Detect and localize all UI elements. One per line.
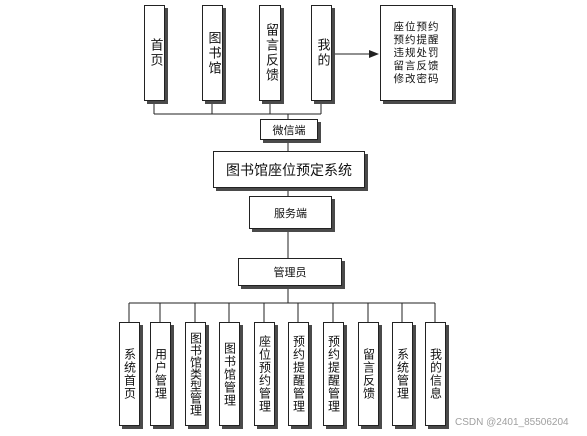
service-side-node: 服务端: [249, 196, 332, 229]
wechat-client-node: 微信端: [260, 119, 318, 140]
top-module-home: 首页: [144, 5, 165, 101]
administrator-node: 管理员: [238, 258, 342, 286]
csdn-watermark: CSDN @2401_85506204: [455, 417, 569, 428]
bottom-module-system-management: 系统管理: [392, 322, 413, 426]
bottom-module-system-home: 系统首页: [119, 322, 140, 426]
bottom-module-booking-reminder-management: 预约提醒管理: [288, 322, 309, 426]
bottom-module-my-info: 我的信息: [425, 322, 446, 426]
bottom-module-booking-reminder-management-2: 预约提醒管理: [323, 322, 344, 426]
top-module-mine: 我的: [311, 5, 332, 101]
bottom-module-seat-booking-management: 座位预约管理: [254, 322, 275, 426]
bottom-module-feedback: 留言反馈: [358, 322, 379, 426]
top-module-feedback: 留言反馈: [259, 5, 281, 101]
system-title-node: 图书馆座位预定系统: [213, 151, 365, 188]
bottom-module-library-type-management: 图书馆类型管理: [185, 322, 206, 426]
bottom-module-library-management: 图书馆管理: [219, 322, 240, 426]
top-module-mine-submenu: 座位预约 预约提醒 违规处罚 留言反馈 修改密码: [380, 5, 453, 101]
bottom-module-user-management: 用户管理: [150, 322, 171, 426]
top-module-library: 图书馆: [202, 5, 223, 101]
